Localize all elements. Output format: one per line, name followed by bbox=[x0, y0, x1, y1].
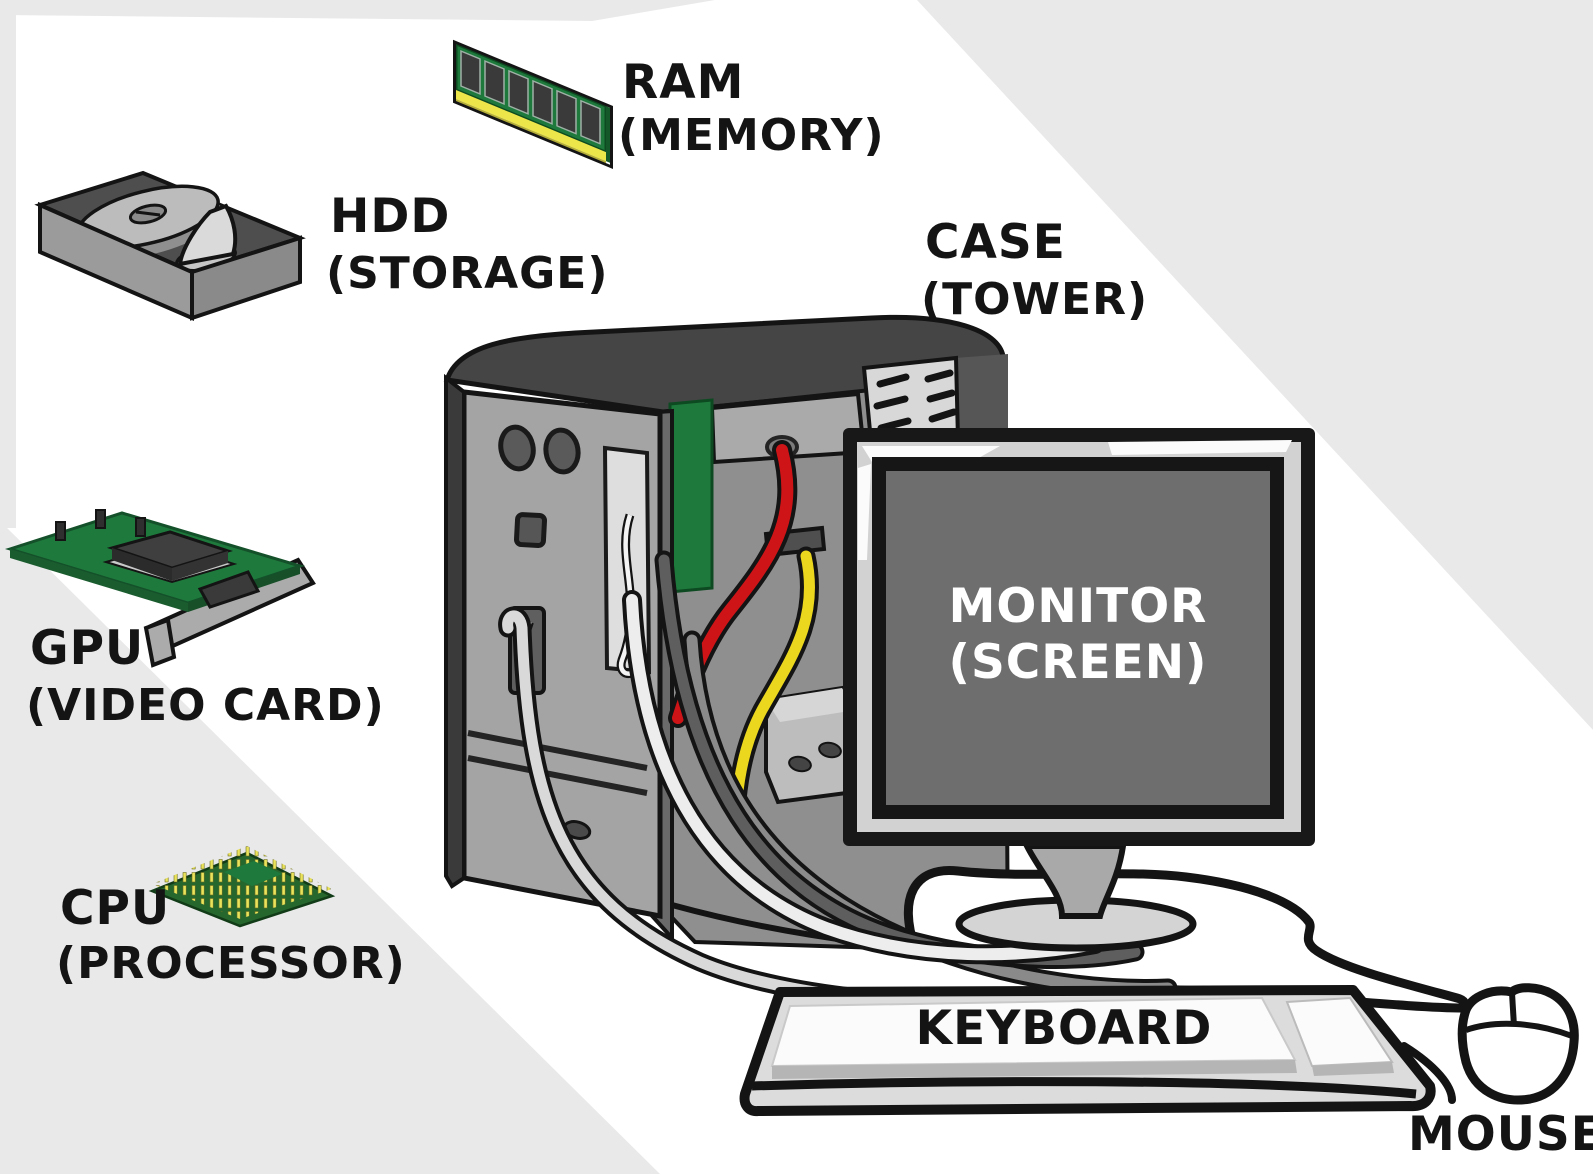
monitor-illustration: MONITOR (SCREEN) bbox=[843, 428, 1315, 952]
backdrop-left-strip bbox=[0, 8, 16, 528]
desk-line bbox=[1400, 1042, 1456, 1104]
mouse-illustration bbox=[1457, 983, 1579, 1105]
psu-hole bbox=[818, 741, 842, 759]
bezel-highlight bbox=[858, 464, 871, 560]
gpu-label-line1: GPU bbox=[30, 621, 144, 676]
ram-label-line2: (MEMORY) bbox=[618, 110, 885, 161]
keyboard-numpad-shadow bbox=[1312, 1062, 1394, 1076]
bezel-highlight bbox=[1108, 440, 1292, 455]
gpu-bracket-tab bbox=[143, 617, 177, 668]
hdd-spindle-slot bbox=[135, 210, 161, 217]
hdd-front-right-wall bbox=[190, 235, 302, 321]
backdrop-top-strip bbox=[0, 0, 715, 21]
cpu-illustration bbox=[148, 846, 336, 928]
reset-button bbox=[543, 427, 581, 475]
mouse-label: MOUSE bbox=[1408, 1107, 1593, 1162]
ram-pin-edge bbox=[456, 90, 606, 162]
monitor-stand bbox=[1022, 843, 1127, 919]
case-label-line2: (TOWER) bbox=[921, 274, 1148, 325]
monitor-label-line1: MONITOR bbox=[949, 579, 1208, 634]
keyboard-label: KEYBOARD bbox=[916, 1001, 1213, 1056]
keyboard-front-edge bbox=[751, 1077, 1417, 1099]
screen bbox=[886, 471, 1270, 805]
psu-hole bbox=[788, 755, 812, 773]
psu-box-top bbox=[766, 688, 856, 722]
cpu-die bbox=[224, 861, 282, 886]
gpu-illustration bbox=[4, 509, 316, 668]
cpu-label-line1: CPU bbox=[60, 881, 170, 936]
ram-outline bbox=[453, 39, 613, 170]
mouse-body bbox=[1457, 983, 1579, 1105]
panel-groove bbox=[467, 730, 648, 771]
hdd-label-line1: HDD bbox=[330, 189, 450, 244]
mouse-button-split bbox=[1509, 992, 1517, 1027]
part-labels: RAM (MEMORY) HDD (STORAGE) CASE (TOWER) … bbox=[26, 55, 1593, 1162]
hdd-arm bbox=[177, 203, 238, 267]
cpu-pin-array bbox=[152, 846, 332, 919]
ram-illustration bbox=[453, 39, 613, 170]
yellow-cable bbox=[731, 550, 815, 806]
gpu-board-edge-left bbox=[10, 549, 188, 612]
motherboard-strip bbox=[668, 398, 714, 594]
backdrop-top-right-triangle bbox=[917, 0, 1593, 730]
gpu-label-line2: (VIDEO CARD) bbox=[26, 680, 385, 731]
cpu-label-line2: (PROCESSOR) bbox=[56, 938, 406, 989]
power-button bbox=[498, 424, 536, 472]
case-left-edge bbox=[444, 373, 466, 889]
keyboard-key-area-shadow bbox=[772, 1060, 1297, 1079]
case-label-line1: CASE bbox=[925, 215, 1066, 270]
gpu-chip-side-left bbox=[112, 548, 172, 581]
hdd-label-line2: (STORAGE) bbox=[326, 248, 608, 299]
panel-groove bbox=[467, 755, 648, 796]
keyboard-illustration: KEYBOARD bbox=[739, 985, 1436, 1117]
gpu-connector bbox=[197, 570, 261, 609]
ram-end-edge bbox=[606, 106, 611, 164]
gpu-chip-side-right bbox=[172, 551, 228, 581]
vent-dashes bbox=[873, 369, 958, 432]
monitor-label-line2: (SCREEN) bbox=[948, 635, 1207, 690]
small-button bbox=[513, 512, 548, 548]
ram-chips bbox=[460, 50, 601, 145]
ram-label-line1: RAM bbox=[622, 55, 744, 110]
backdrop-bottom-left-triangle bbox=[0, 521, 660, 1174]
hdd-illustration bbox=[34, 170, 306, 322]
